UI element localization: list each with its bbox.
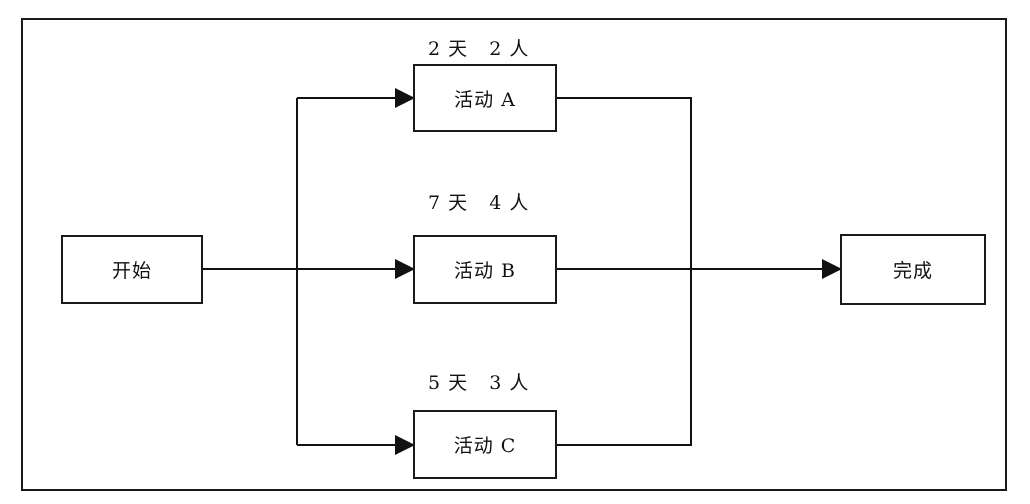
node-finish-label: 完成: [892, 260, 933, 282]
node-finish: 完成: [840, 234, 986, 305]
edge-activity-c-out: [557, 269, 692, 446]
node-activity-c-label: 活动 C: [453, 435, 517, 457]
activity-c-resource-label: 5 天 3 人: [428, 372, 530, 394]
node-activity-a: 活动 A: [413, 64, 557, 132]
edge-activity-a-out: [557, 97, 692, 269]
diagram-frame: [21, 18, 1007, 491]
node-start-label: 开始: [111, 260, 152, 282]
activity-a-resource-label: 2 天 2 人: [428, 38, 530, 60]
node-activity-a-label: 活动 A: [454, 88, 516, 111]
node-activity-b: 活动 B: [413, 235, 557, 304]
node-activity-b-label: 活动 B: [453, 260, 516, 282]
activity-b-resource-label: 7 天 4 人: [428, 192, 530, 214]
node-activity-c: 活动 C: [413, 410, 557, 479]
node-start: 开始: [61, 235, 203, 304]
